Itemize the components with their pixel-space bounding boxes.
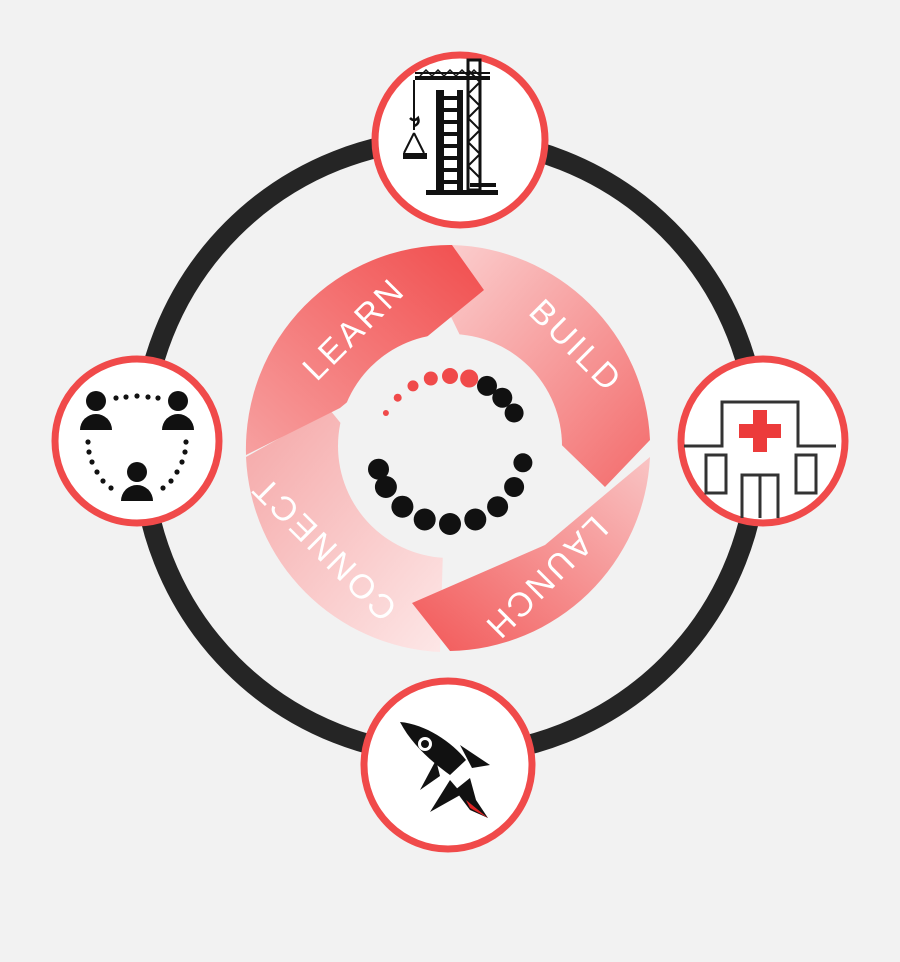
node-left[interactable] [51, 355, 223, 527]
spinner-dot [477, 375, 497, 396]
node-right[interactable] [677, 355, 849, 527]
node-bottom[interactable] [360, 677, 536, 853]
spinner-dot [407, 380, 419, 392]
spinner-dot [504, 477, 525, 497]
segment-build [438, 245, 650, 487]
spinner-dot [464, 508, 487, 531]
spinner-dot [413, 508, 436, 531]
spinner-dot [439, 513, 461, 535]
node-top[interactable] [371, 51, 549, 229]
spinner-dot [423, 371, 438, 386]
spinner-dot [368, 458, 389, 480]
rocket-icon [400, 722, 490, 818]
people-network-icon [80, 391, 194, 501]
segment-launch [412, 457, 650, 651]
spinner-dot [382, 410, 389, 416]
construction-crane-icon [403, 58, 498, 195]
spinner-dot [487, 496, 509, 518]
spinner-dot [393, 393, 402, 402]
segment-connect [246, 410, 443, 652]
spinner-dot [492, 387, 513, 408]
spinner-dot [460, 369, 479, 388]
loading-spinner-icon [368, 368, 533, 535]
spinner-dot [442, 368, 458, 384]
spinner-dot [504, 403, 524, 423]
spinner-dot [374, 476, 397, 498]
segment-learn [245, 244, 484, 455]
spinner-dot [391, 495, 414, 518]
hospital-icon [684, 400, 836, 518]
spinner-dot [513, 453, 533, 473]
